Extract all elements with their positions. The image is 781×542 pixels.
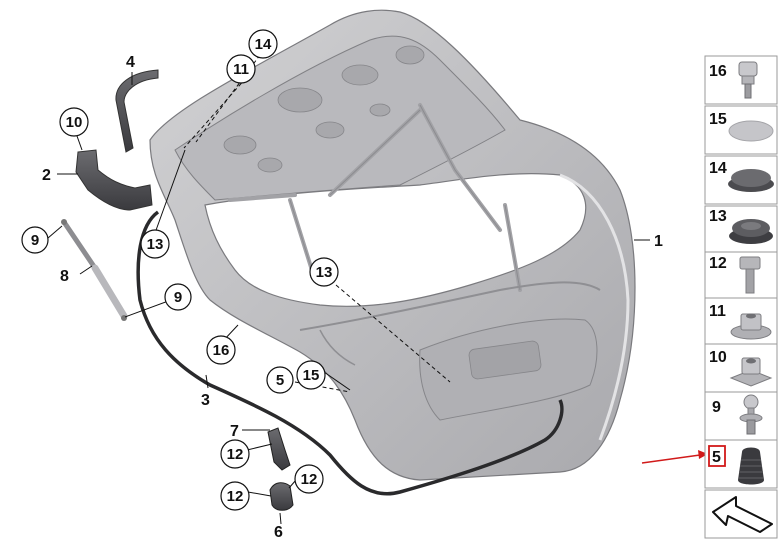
- svg-text:14: 14: [255, 36, 272, 53]
- parts-num-9: 9: [712, 399, 721, 416]
- parts-cell-16[interactable]: [704, 55, 778, 105]
- hinge-cover-part-4: [115, 69, 159, 153]
- callout-4: 4: [126, 54, 135, 71]
- svg-text:5: 5: [276, 372, 284, 389]
- highlight-arrow: [641, 450, 708, 464]
- callout-10: 10: [59, 107, 89, 137]
- tailgate-body: [149, 9, 636, 481]
- callout-6: 6: [274, 524, 283, 541]
- callout-16: 16: [206, 335, 236, 365]
- callout-14: 14: [248, 29, 278, 59]
- callout-2: 2: [42, 167, 51, 184]
- grommet-icon: [729, 219, 773, 244]
- parts-num-10: 10: [709, 349, 727, 366]
- callout-3: 3: [201, 392, 210, 409]
- flat-disc-icon: [728, 120, 774, 142]
- bolt-stud-icon: [738, 61, 758, 99]
- callout-5: 5: [266, 366, 294, 394]
- parts-num-5: 5: [712, 449, 721, 466]
- hinge-part-2: [75, 149, 153, 211]
- svg-text:9: 9: [174, 289, 182, 306]
- callout-9-lower: 9: [164, 283, 192, 311]
- parts-num-12: 12: [709, 255, 727, 272]
- parts-num-16: 16: [709, 63, 727, 80]
- gas-strut-part-8: [61, 219, 128, 321]
- callout-12-b: 12: [220, 481, 250, 511]
- callout-9-upper: 9: [21, 226, 49, 254]
- tailgate-seal: [136, 210, 564, 496]
- svg-text:13: 13: [316, 264, 333, 281]
- callout-13-center: 13: [309, 257, 339, 287]
- parts-panel: 16 15 14 13 12 11 10 9 5: [704, 55, 778, 539]
- direction-arrow-icon: [712, 496, 773, 533]
- parts-num-15: 15: [709, 111, 727, 128]
- callout-7: 7: [230, 423, 239, 440]
- svg-text:10: 10: [66, 114, 83, 131]
- callout-8: 8: [60, 268, 69, 285]
- svg-text:11: 11: [233, 61, 249, 78]
- callout-13-left: 13: [140, 229, 170, 259]
- callout-12-a: 12: [220, 439, 250, 469]
- parts-num-13: 13: [709, 208, 727, 225]
- svg-text:13: 13: [147, 236, 164, 253]
- svg-text:12: 12: [301, 471, 318, 488]
- cage-nut-icon: [729, 357, 773, 387]
- flange-nut-icon: [730, 313, 772, 340]
- hex-bolt-icon: [739, 256, 761, 294]
- callout-1: 1: [654, 233, 663, 250]
- ball-stud-icon: [739, 394, 763, 435]
- parts-num-14: 14: [709, 160, 727, 177]
- svg-text:16: 16: [213, 342, 230, 359]
- callout-12-c: 12: [294, 464, 324, 494]
- svg-text:12: 12: [227, 446, 244, 463]
- svg-text:15: 15: [303, 367, 320, 384]
- callout-11: 11: [226, 54, 256, 84]
- buffer-part-6: [269, 482, 294, 511]
- parts-num-11: 11: [709, 303, 726, 320]
- blind-plug-icon: [728, 169, 774, 192]
- svg-text:9: 9: [31, 232, 39, 249]
- lock-part-7: [267, 427, 291, 471]
- rubber-buffer-icon: [738, 447, 764, 485]
- parts-cell-10[interactable]: [704, 343, 778, 393]
- callout-15: 15: [296, 360, 326, 390]
- callouts: 1 2 3 4 6 7 8 9 9 10 11 14 13: [21, 29, 663, 541]
- parts-num-5-highlight-box: [708, 445, 726, 467]
- svg-text:12: 12: [227, 488, 244, 505]
